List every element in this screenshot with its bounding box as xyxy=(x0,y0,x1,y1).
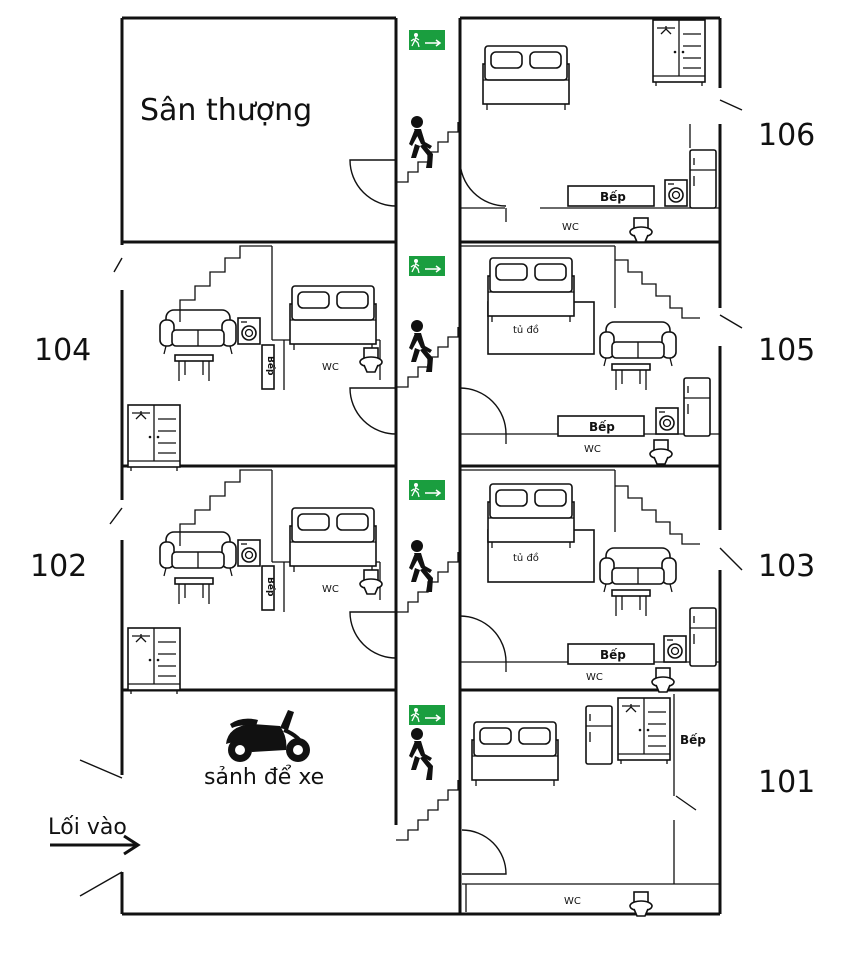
washing-machine-icon xyxy=(655,407,679,435)
kitchen-label: Bếp xyxy=(265,356,276,376)
toilet-icon xyxy=(359,347,383,373)
fridge-icon xyxy=(689,149,717,209)
stairwell xyxy=(395,29,459,841)
kitchen-label: Bếp xyxy=(600,648,626,662)
bed-icon xyxy=(487,483,575,549)
wc-label: WC xyxy=(562,222,579,233)
sofa-icon xyxy=(599,547,677,593)
stairs-icon xyxy=(395,779,459,841)
exit-sign-icon xyxy=(408,29,446,51)
wardrobe-icon xyxy=(127,627,181,695)
kitchen-label: Bếp xyxy=(265,577,276,597)
table-icon xyxy=(611,589,651,617)
exit-sign-icon xyxy=(408,704,446,726)
toilet-icon xyxy=(629,891,653,917)
fridge-icon xyxy=(683,377,711,437)
toilet-icon xyxy=(649,439,673,465)
exit-sign-icon xyxy=(408,479,446,501)
wardrobe-label: tủ đồ xyxy=(513,552,539,564)
stair-climber-icon xyxy=(409,320,433,372)
washing-machine-icon xyxy=(237,317,261,345)
bed-icon xyxy=(471,721,559,787)
stair-climber-icon xyxy=(409,728,433,780)
kitchen-label: Bếp xyxy=(600,190,626,204)
bed-icon xyxy=(482,45,570,111)
wardrobe-icon xyxy=(617,697,671,765)
washing-machine-icon xyxy=(664,179,688,207)
sofa-icon xyxy=(599,321,677,367)
room-102: 102 Bếp WC xyxy=(30,469,397,695)
room-104: 104 Bếp WC xyxy=(34,245,397,472)
stair-climber-icon xyxy=(409,116,433,168)
room-number-103: 103 xyxy=(758,549,815,584)
sofa-icon xyxy=(159,531,237,577)
terrace-label: Sân thượng xyxy=(140,93,312,128)
sofa-icon xyxy=(159,309,237,355)
room-105: tủ đồ Bếp WC 105 xyxy=(459,245,815,465)
wc-label: WC xyxy=(564,896,581,907)
wc-label: WC xyxy=(584,444,601,455)
wardrobe-icon xyxy=(127,404,181,472)
washing-machine-icon xyxy=(663,635,687,663)
wc-label: WC xyxy=(586,672,603,683)
table-icon xyxy=(174,354,214,382)
room-number-101: 101 xyxy=(758,765,815,800)
room-101: Bếp WC 101 xyxy=(461,694,815,917)
fridge-icon xyxy=(689,607,717,667)
kitchen-label: Bếp xyxy=(680,733,706,747)
terrace-area: Sân thượng xyxy=(140,93,397,207)
parking-lobby: sảnh để xe Lối vào xyxy=(48,710,324,856)
wc-label: WC xyxy=(322,584,339,595)
bed-icon xyxy=(487,257,575,323)
room-103: tủ đồ Bếp WC 103 xyxy=(459,469,815,693)
stair-climber-icon xyxy=(409,540,433,592)
exit-sign-icon xyxy=(408,255,446,277)
washing-machine-icon xyxy=(237,539,261,567)
fridge-icon xyxy=(585,705,613,765)
table-icon xyxy=(611,363,651,391)
entrance-label: Lối vào xyxy=(48,815,127,840)
wardrobe-label: tủ đồ xyxy=(513,324,539,336)
scooter-icon xyxy=(226,710,310,762)
toilet-icon xyxy=(359,569,383,595)
wc-label: WC xyxy=(322,362,339,373)
stairs-icon xyxy=(395,551,459,613)
table-icon xyxy=(174,577,214,605)
room-number-104: 104 xyxy=(34,333,91,368)
bed-icon xyxy=(289,285,377,351)
toilet-icon xyxy=(651,667,675,693)
room-number-106: 106 xyxy=(758,118,815,153)
parking-label: sảnh để xe xyxy=(204,765,324,790)
wardrobe-icon xyxy=(652,19,706,87)
room-106: Bếp WC 106 xyxy=(459,19,815,243)
bed-icon xyxy=(289,507,377,573)
room-number-102: 102 xyxy=(30,549,87,584)
arrow-right-icon xyxy=(50,834,141,856)
toilet-icon xyxy=(629,217,653,243)
room-number-105: 105 xyxy=(758,333,815,368)
kitchen-label: Bếp xyxy=(589,420,615,434)
